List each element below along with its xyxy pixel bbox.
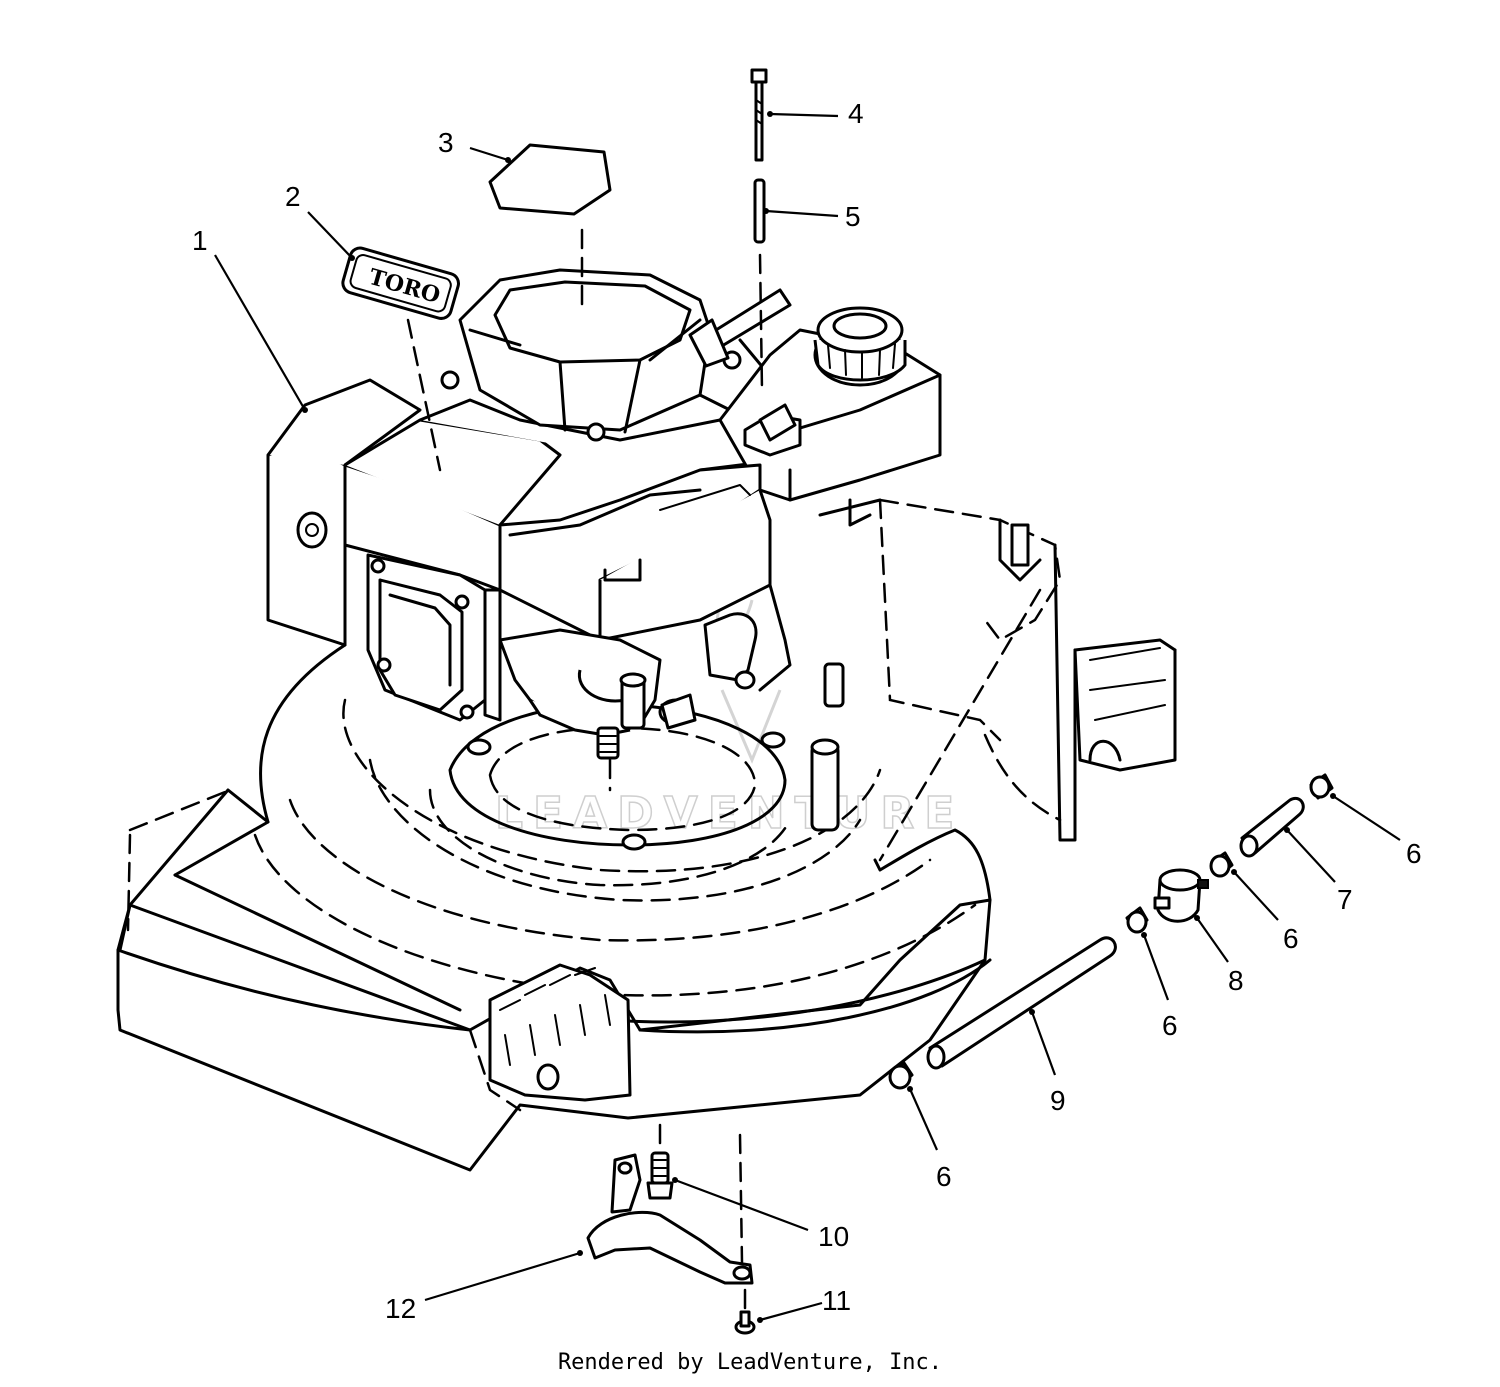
callout-4: 4 [848, 98, 864, 129]
short-hose [1239, 797, 1305, 858]
callout-12: 12 [385, 1293, 416, 1324]
callout-5: 5 [845, 201, 861, 232]
callout-6: 6 [1406, 838, 1422, 869]
hose-clamp [1125, 906, 1149, 934]
mower-deck [116, 498, 1177, 1172]
leader-lines [214, 111, 1401, 1323]
rod [753, 178, 766, 244]
callout-2: 2 [285, 181, 301, 212]
callout-3: 3 [438, 127, 454, 158]
footer-credit: Rendered by LeadVenture, Inc. [557, 1350, 943, 1375]
watermark-text: LEADVENTURE [495, 788, 964, 839]
assembly-line [738, 1133, 744, 1264]
callout-6: 6 [1283, 923, 1299, 954]
long-bolt [750, 68, 768, 162]
long-hose [926, 936, 1117, 1070]
callout-10: 10 [818, 1221, 849, 1252]
deck-bolt [646, 1151, 674, 1200]
callout-8: 8 [1228, 965, 1244, 996]
callout-6: 6 [1162, 1010, 1178, 1041]
hose-clamp [1209, 851, 1234, 878]
callout-9: 9 [1050, 1085, 1066, 1116]
hose-clamp [888, 1061, 914, 1090]
fuel-filter [1153, 868, 1209, 923]
filter-pad [488, 143, 612, 216]
callout-11: 11 [822, 1285, 851, 1316]
deflector-bracket [586, 1153, 754, 1285]
assembly-line [758, 253, 764, 392]
screw [734, 1310, 756, 1335]
toro-decal: TORO [341, 246, 460, 320]
hose-clamp [1309, 773, 1334, 800]
assembly-line [406, 318, 442, 472]
engine-assembly [266, 268, 942, 760]
callout-7: 7 [1337, 884, 1353, 915]
callout-1: 1 [192, 225, 208, 256]
callout-6: 6 [936, 1161, 952, 1192]
